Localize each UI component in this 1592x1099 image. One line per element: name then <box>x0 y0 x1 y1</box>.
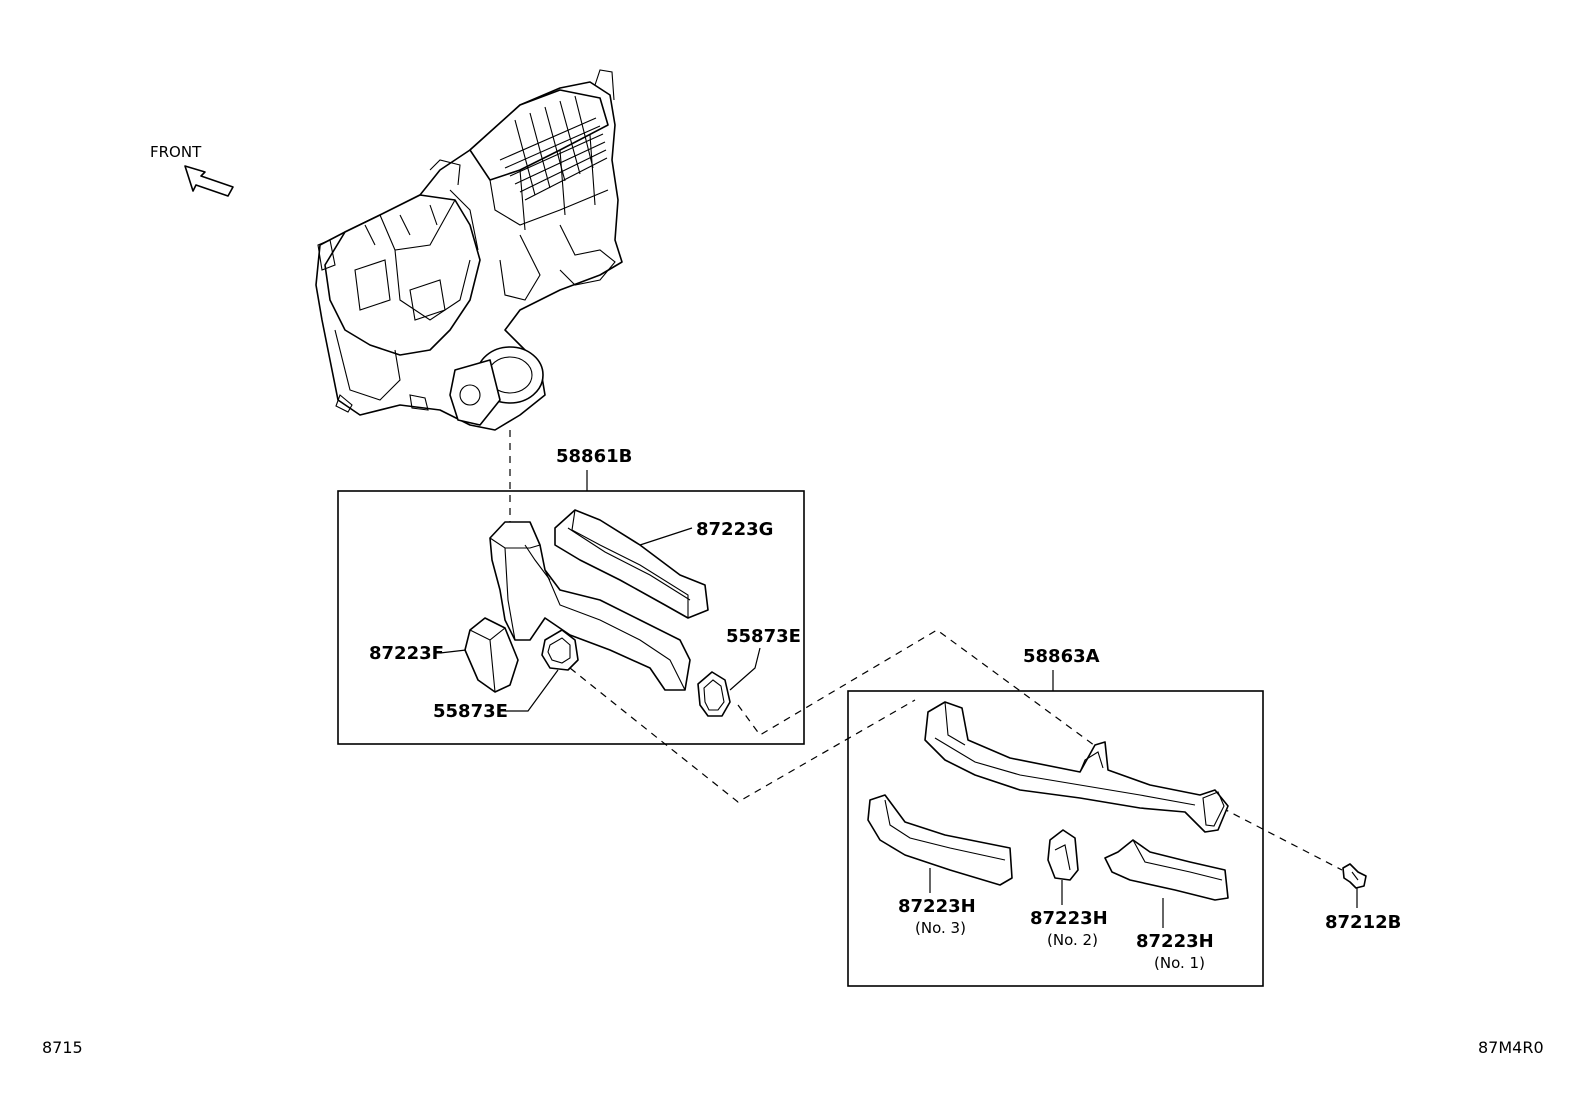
front-label: FRONT <box>150 143 202 161</box>
front-indicator: FRONT <box>150 143 234 197</box>
group-frame <box>847 690 1264 987</box>
group-58861B: 58861B 87223G 87223F 55873E 55873E <box>337 446 805 745</box>
duct-87223H-no2-icon[interactable] <box>1047 829 1079 881</box>
callout-87212B[interactable]: 87212B <box>1325 912 1401 933</box>
duct-87223G-icon[interactable] <box>554 509 709 619</box>
connection-line-right-gasket-to-rear-duct <box>737 629 1099 749</box>
duct-87223H-no3-icon[interactable] <box>867 794 1013 886</box>
group-frame <box>337 490 805 745</box>
callout-87223H-no2[interactable]: 87223H <box>1030 908 1108 929</box>
callout-87223H-no3[interactable]: 87223H <box>898 896 976 917</box>
rear-duct-assembly-icon[interactable] <box>924 701 1229 833</box>
group-part-number[interactable]: 58863A <box>1023 646 1100 667</box>
clip-87212B-group: 87212B <box>1325 863 1401 933</box>
callout-55873E-left[interactable]: 55873E <box>433 701 508 722</box>
callout-87223F[interactable]: 87223F <box>369 643 444 664</box>
heater-unit-assembly-icon <box>315 69 623 431</box>
callout-87223H-no1[interactable]: 87223H <box>1136 931 1214 952</box>
group-part-number[interactable]: 58861B <box>556 446 632 467</box>
callout-87223H-no3-sub: (No. 3) <box>915 919 966 937</box>
front-arrow-icon <box>184 165 234 197</box>
footer-right-code: 87M4R0 <box>1478 1038 1544 1057</box>
callout-55873E-right[interactable]: 55873E <box>726 626 801 647</box>
connection-line-gasket-to-rear-duct <box>559 659 916 803</box>
gasket-55873E-left-icon[interactable] <box>541 629 579 671</box>
connection-line-duct-to-clip <box>1221 807 1343 871</box>
duct-front-assembly-icon[interactable] <box>489 521 691 691</box>
callout-87223H-no2-sub: (No. 2) <box>1047 931 1098 949</box>
callout-87223H-no1-sub: (No. 1) <box>1154 954 1205 972</box>
gasket-55873E-right-icon[interactable] <box>697 671 731 717</box>
group-58863A: 58863A 87223H (No. 3) 87223H (No. 2) 872… <box>847 646 1264 987</box>
callout-87223G[interactable]: 87223G <box>696 519 773 540</box>
duct-87223H-no1-icon[interactable] <box>1104 839 1229 901</box>
footer-left-code: 8715 <box>42 1038 83 1057</box>
